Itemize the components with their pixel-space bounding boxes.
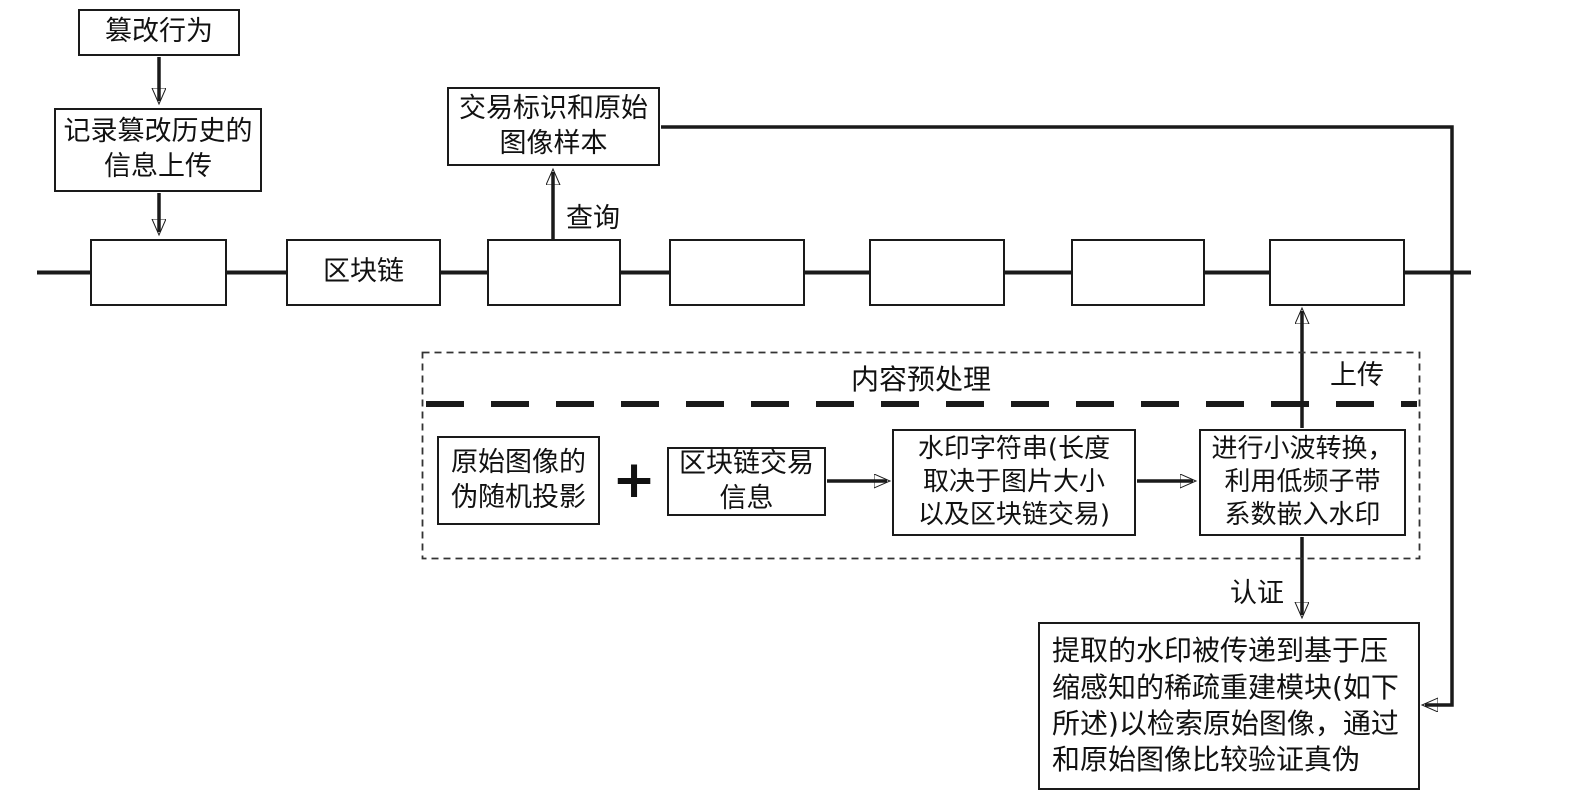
- chain-block-7: [1269, 239, 1405, 306]
- wavelet-embed-box: 进行小波转换， 利用低频子带 系数嵌入水印: [1199, 429, 1406, 536]
- watermark-string-box: 水印字符串(长度 取决于图片大小 以及区块链交易): [892, 429, 1136, 536]
- chain-block-4: [669, 239, 805, 306]
- tx-sample-box: 交易标识和原始 图像样本: [447, 87, 660, 166]
- preprocess-container-border: [421, 351, 1421, 560]
- chain-block-6: [1071, 239, 1205, 306]
- preprocess-title: 内容预处理: [850, 363, 991, 396]
- tx-info-box: 区块链交易 信息: [667, 447, 826, 516]
- chain-block-blockchain: 区块链: [286, 239, 441, 306]
- query-label: 查询: [566, 203, 620, 234]
- auth-label: 认证: [1230, 578, 1284, 609]
- record-upload-box: 记录篡改历史的 信息上传: [54, 108, 262, 192]
- chain-block-3: [487, 239, 621, 306]
- upload-label: 上传: [1330, 360, 1384, 391]
- tamper-box: 篡改行为: [78, 9, 240, 56]
- verify-box: 提取的水印被传递到基于压 缩感知的稀疏重建模块(如下 所述)以检索原始图像，通过…: [1038, 622, 1420, 790]
- route-txsample-to-verify: [661, 125, 1454, 705]
- chain-block-5: [869, 239, 1005, 306]
- projection-box: 原始图像的 伪随机投影: [437, 436, 600, 525]
- plus-operator: +: [612, 450, 656, 510]
- chain-block-1: [90, 239, 227, 306]
